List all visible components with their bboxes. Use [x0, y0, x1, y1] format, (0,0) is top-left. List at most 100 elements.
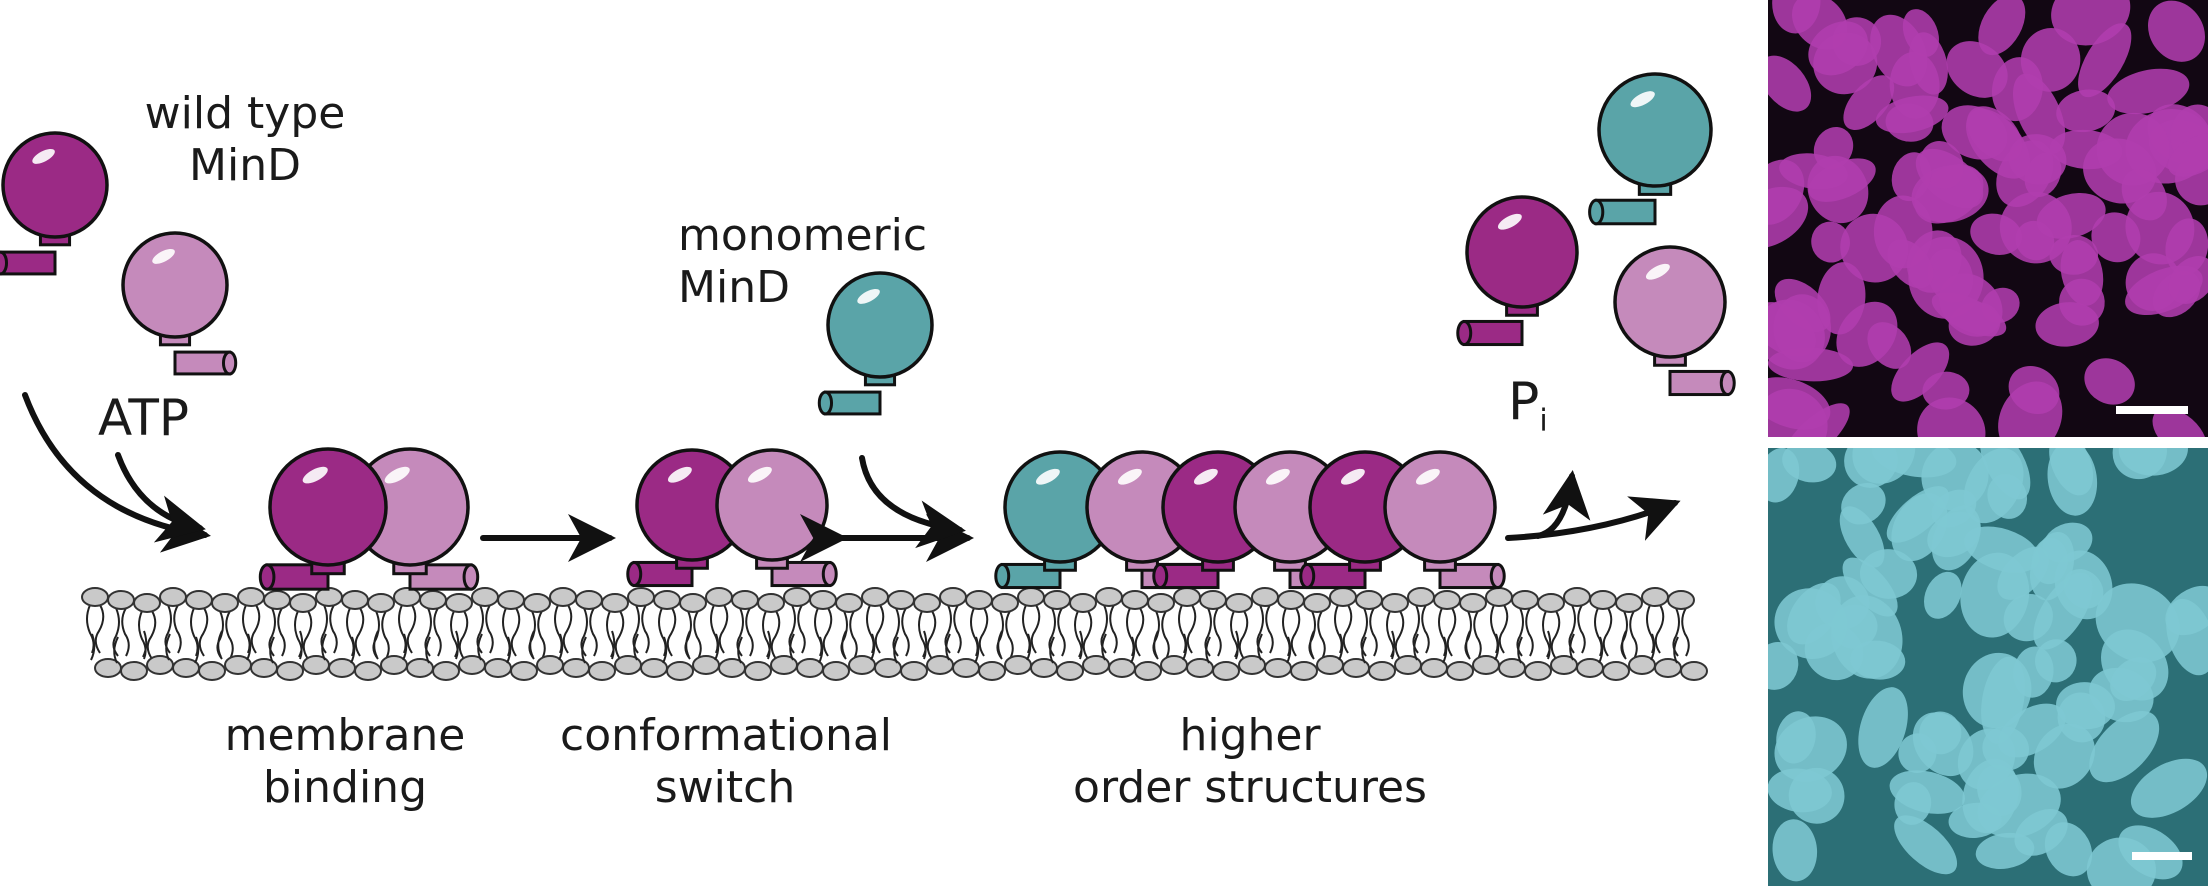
- lipid-head: [835, 593, 863, 613]
- released-wild-type-dark-head: [1465, 195, 1579, 309]
- domain-blob: [1858, 687, 1908, 768]
- lipid-tail: [350, 636, 356, 664]
- lipid-tail: [797, 604, 806, 654]
- stage-membrane-binding: membrane binding: [220, 710, 470, 814]
- lipid-head: [1615, 593, 1643, 613]
- lipid-tail: [1005, 610, 1014, 660]
- lipid-tail: [970, 607, 979, 657]
- lipid-tail: [693, 610, 702, 660]
- free-wild-type-dark-tail: [0, 250, 57, 276]
- lipid-tail: [454, 630, 460, 658]
- wild-type-label: wild type MinD: [140, 88, 350, 192]
- phosphate-release-arrow: [1535, 470, 1591, 539]
- lipid-tail: [1598, 636, 1604, 664]
- lipid-head: [393, 587, 421, 607]
- lipid-tail: [246, 633, 252, 661]
- domain-blob: [1891, 342, 1950, 402]
- lipid-head: [1017, 587, 1045, 607]
- lipid-head: [705, 587, 733, 607]
- domain-blob: [1885, 103, 1934, 142]
- lipid-tail: [1338, 633, 1344, 661]
- lipid-head: [432, 661, 460, 681]
- lipid-head: [887, 590, 915, 610]
- lipid-tail: [1205, 636, 1211, 664]
- minD-proteins: [0, 72, 1736, 591]
- lipid-tail: [529, 630, 535, 658]
- lipid-tail: [402, 633, 408, 661]
- domain-blob: [2036, 192, 2106, 240]
- domain-blob: [1768, 55, 1812, 112]
- lipid-tail: [1569, 633, 1575, 661]
- lipid-head: [744, 661, 772, 681]
- lipid-tail: [610, 630, 616, 658]
- lipid-tail: [406, 604, 417, 654]
- lipid-head: [1680, 661, 1708, 681]
- lipid-tail: [346, 607, 355, 657]
- domain-blob: [1977, 764, 2022, 816]
- stage3-line2: order structures: [1073, 762, 1427, 813]
- lipid-head: [341, 590, 369, 610]
- lipid-tail: [1594, 607, 1603, 657]
- lipid-tail: [1498, 604, 1509, 654]
- lipid-tail: [458, 610, 469, 660]
- lipid-tail: [86, 604, 95, 654]
- domain-blob: [1978, 0, 2026, 56]
- lipid-tail: [1654, 604, 1665, 654]
- lipid-tail: [217, 630, 223, 658]
- micrograph-monomeric-image: [1768, 448, 2208, 886]
- domain-blob: [1966, 106, 2023, 162]
- domain-blob: [2152, 408, 2207, 437]
- domain-blob: [1894, 815, 1958, 875]
- lipid-tail: [1550, 610, 1561, 660]
- lipid-tail: [1342, 604, 1353, 654]
- lipid-tail: [714, 633, 720, 661]
- lipid-tail: [1161, 610, 1170, 660]
- lipid-head: [497, 590, 525, 610]
- lipid-tail: [1650, 633, 1656, 661]
- lipid-head: [367, 593, 395, 613]
- free-wild-type-dark-highlight: [32, 148, 55, 164]
- lipid-tail: [1238, 610, 1249, 660]
- lipid-head: [627, 587, 655, 607]
- lipid-head: [1134, 661, 1162, 681]
- domain-blob: [2147, 0, 2206, 62]
- bound-light-stage1: [350, 447, 480, 591]
- lipid-tail: [506, 636, 512, 664]
- lipid-head: [1368, 661, 1396, 681]
- domain-blob: [2110, 657, 2157, 701]
- released-monomeric-highlight: [1630, 91, 1655, 108]
- lipid-tail: [718, 604, 729, 654]
- domain-blob: [1782, 448, 1837, 483]
- lipid-head: [978, 661, 1006, 681]
- lipid-tail: [298, 630, 304, 658]
- lipid-tail: [926, 610, 937, 660]
- lipid-tail: [1490, 604, 1499, 654]
- lipid-head: [1602, 661, 1630, 681]
- stage2-line2: switch: [654, 762, 796, 813]
- lipid-tail: [1673, 636, 1679, 664]
- domain-blob: [1939, 273, 2003, 337]
- lipid-tail: [974, 636, 980, 664]
- lipid-head: [1290, 661, 1318, 681]
- domain-blob: [2078, 23, 2132, 98]
- lipid-head: [1199, 590, 1227, 610]
- lipid-tail: [477, 633, 483, 661]
- released-wild-type-dark-tail-end: [1456, 319, 1473, 347]
- lipid-head: [679, 593, 707, 613]
- lipid-head: [159, 587, 187, 607]
- lipid-head: [1433, 590, 1461, 610]
- lipid-head: [965, 590, 993, 610]
- lipid-head: [913, 593, 941, 613]
- lipid-tail: [978, 607, 989, 657]
- lipid-head: [510, 661, 538, 681]
- lipid-head: [1056, 661, 1084, 681]
- lipid-tail: [1130, 636, 1136, 664]
- assembly-dark-2-highlight: [1340, 468, 1365, 485]
- lipid-head: [107, 590, 135, 610]
- lipid-tail: [269, 636, 275, 664]
- assembly-light-2-highlight: [1265, 468, 1290, 485]
- lipid-tail: [554, 604, 563, 654]
- lipid-tail: [373, 630, 379, 658]
- lipid-tail: [250, 604, 261, 654]
- lipid-head: [419, 590, 447, 610]
